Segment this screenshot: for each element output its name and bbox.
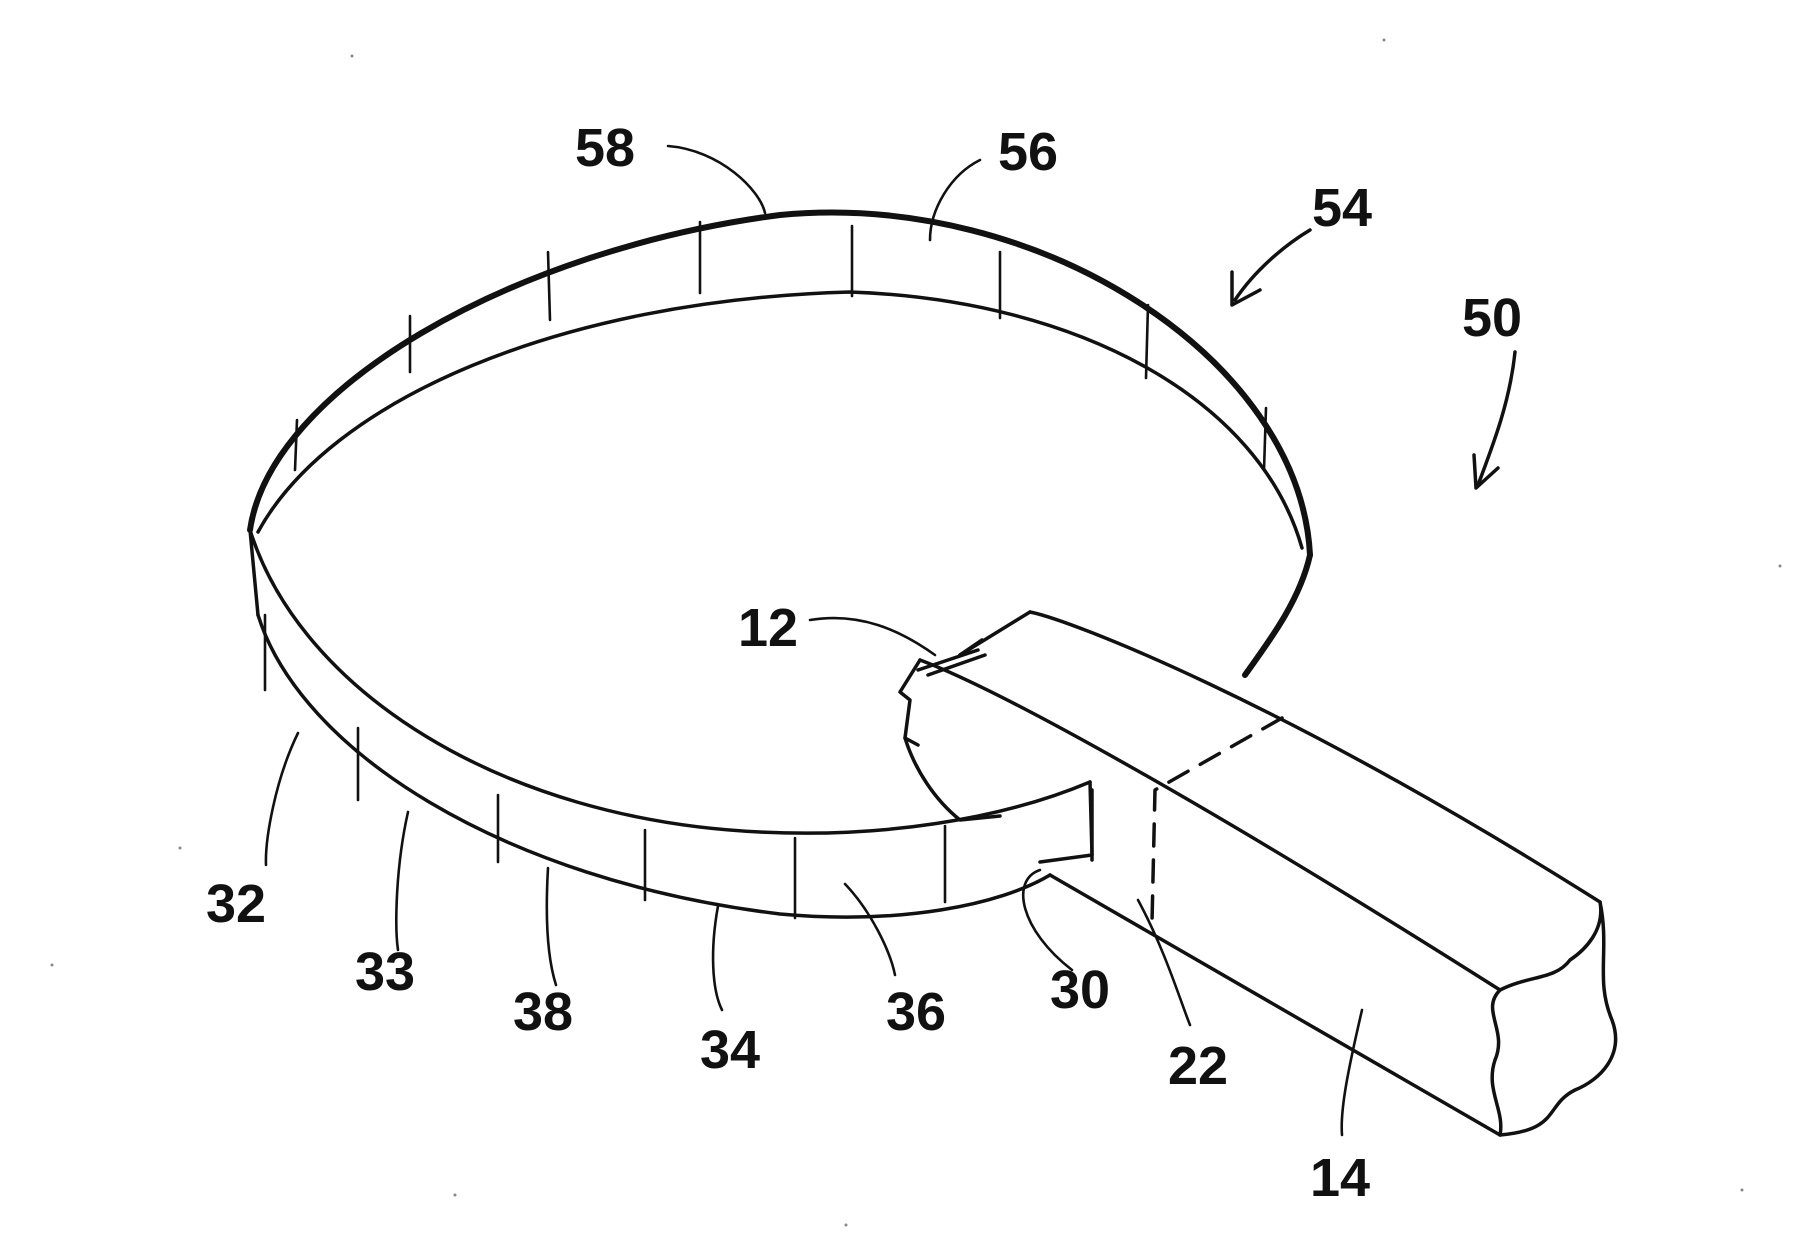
handle-hidden-line <box>1152 718 1282 922</box>
ring-band-end <box>1040 782 1092 862</box>
handle-broken-end <box>1492 902 1615 1135</box>
ring-outer-top-edge <box>250 213 1310 555</box>
ring-inner-bottom-edge <box>250 530 1090 833</box>
arrow-54 <box>1235 230 1310 300</box>
label-14: 14 <box>1310 1148 1370 1208</box>
label-22: 22 <box>1168 1036 1228 1096</box>
label-30: 30 <box>1050 960 1110 1020</box>
label-54: 54 <box>1312 178 1372 238</box>
handle-bottom-edge <box>1050 875 1500 1135</box>
handle-top-left-edge <box>920 660 1500 990</box>
arrow-50 <box>1478 352 1515 485</box>
ring-inner-top-edge <box>258 292 1302 548</box>
label-33: 33 <box>355 942 415 1002</box>
label-32: 32 <box>206 874 266 934</box>
ring-outer-bottom-edge <box>258 615 1050 917</box>
handle <box>920 612 1616 1135</box>
label-36: 36 <box>886 982 946 1042</box>
reference-labels: 58 56 54 50 12 32 33 38 34 36 30 22 14 <box>206 118 1522 1208</box>
label-58: 58 <box>575 118 635 178</box>
ring-outer-right-edge <box>1245 555 1310 675</box>
label-38: 38 <box>513 982 573 1042</box>
label-34: 34 <box>700 1020 760 1080</box>
label-50: 50 <box>1462 288 1522 348</box>
label-12: 12 <box>738 598 798 658</box>
label-56: 56 <box>998 122 1058 182</box>
tang-notch <box>900 640 1000 820</box>
